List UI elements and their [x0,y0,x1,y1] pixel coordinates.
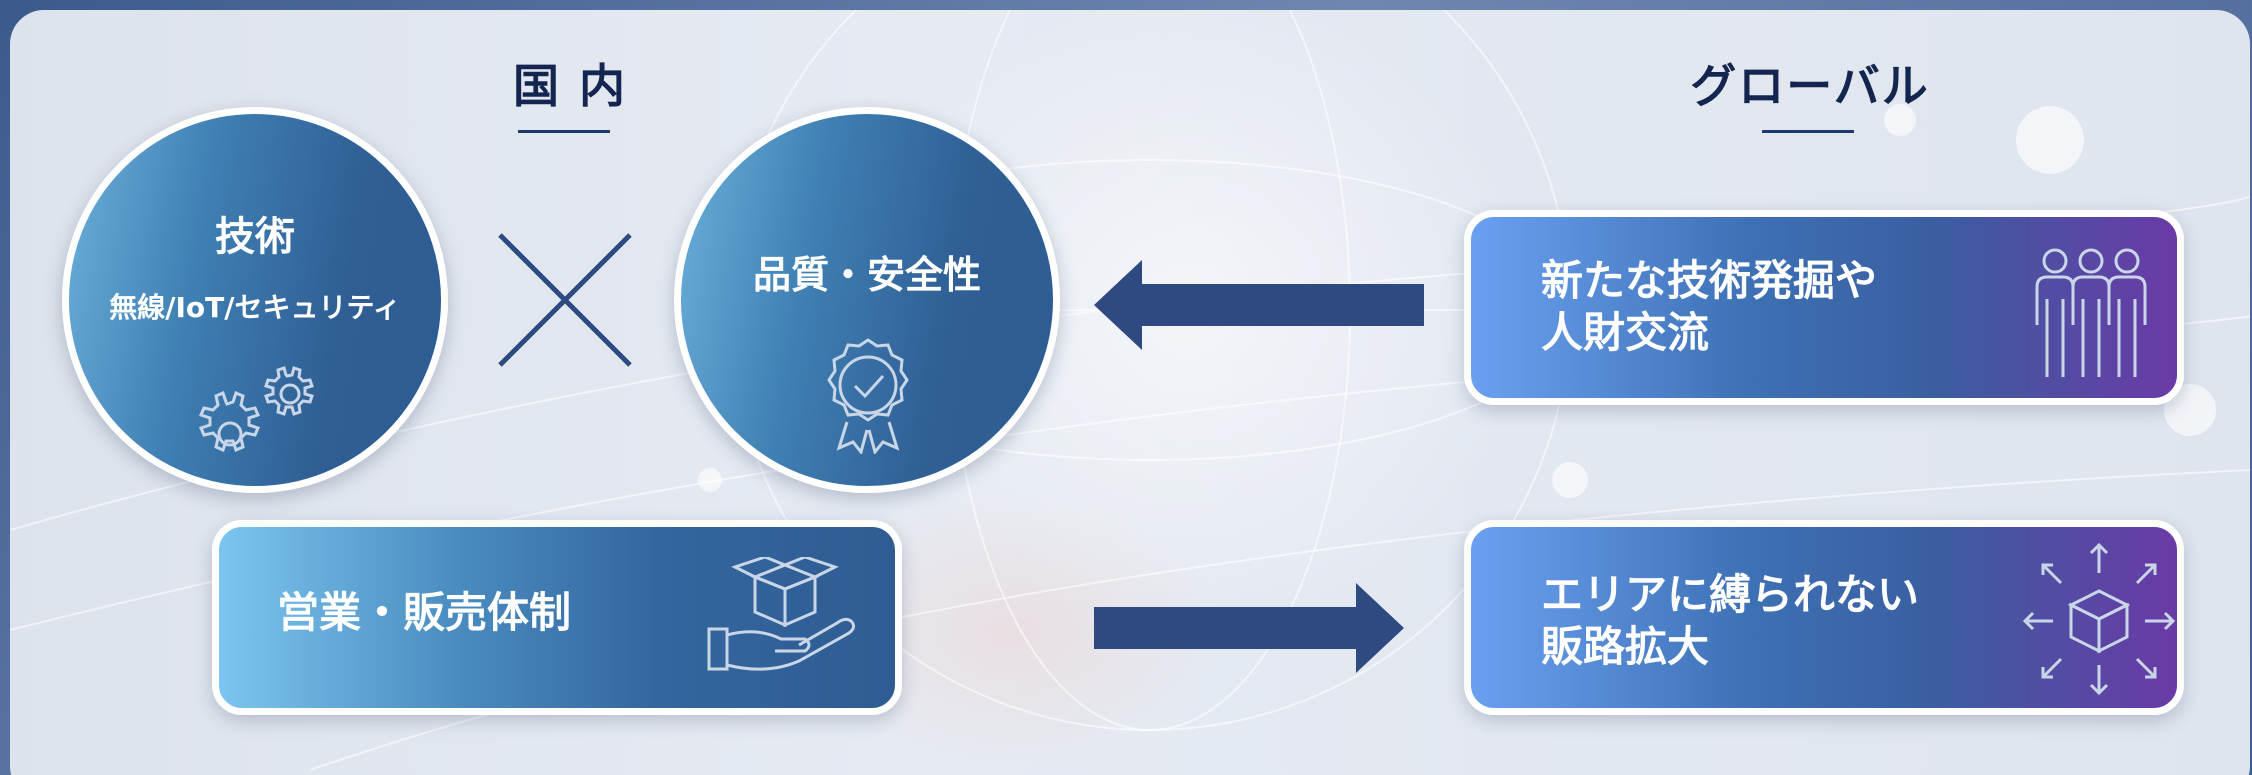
domestic-heading-underline [518,130,610,133]
sales-card: 営業・販売体制 [212,520,902,715]
quality-circle: 品質・安全性 [674,107,1060,493]
market-card-label: エリアに縛られない 販路拡大 [1541,570,1920,671]
talent-card-label: 新たな技術発掘や 人財交流 [1541,256,1878,357]
gears-icon [198,366,314,453]
market-card: エリアに縛られない 販路拡大 [1464,520,2184,715]
arrow-left-icon [1094,260,1424,350]
multiply-cross-icon [498,233,632,367]
award-badge-icon [827,338,909,454]
arrow-right-icon [1094,583,1404,673]
domestic-heading: 国 内 [512,59,627,113]
quality-circle-title: 品質・安全性 [752,253,981,297]
diagram-panel: 国 内 グローバル 技術 無線/IoT/セキュリティ 品質・安全性 [10,10,2250,775]
sales-card-label: 営業・販売体制 [277,588,572,637]
tech-circle-title: 技術 [215,214,295,260]
tech-circle: 技術 無線/IoT/セキュリティ [62,107,448,493]
people-group-icon [2035,248,2147,377]
hand-box-icon [707,557,856,671]
global-heading-underline [1762,130,1854,133]
global-heading: グローバル [1690,59,1930,113]
talent-card: 新たな技術発掘や 人財交流 [1464,210,2184,405]
tech-circle-subtitle: 無線/IoT/セキュリティ [109,291,401,324]
cube-expand-icon [2022,542,2176,696]
